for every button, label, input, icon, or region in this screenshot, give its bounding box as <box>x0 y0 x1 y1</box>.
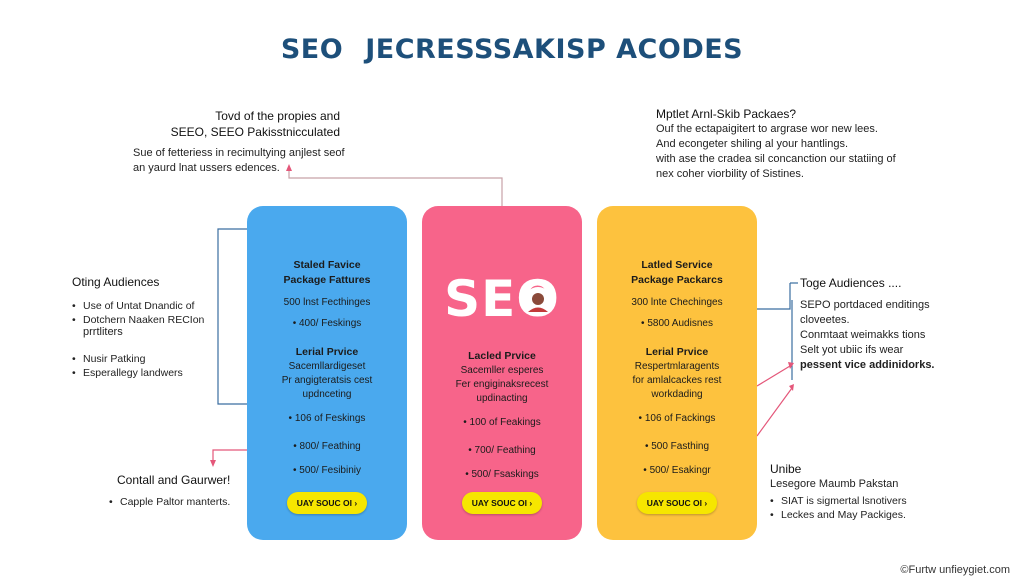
left-bottom-heading: Contall and Gaurwer! <box>117 473 231 487</box>
right-audiences-block: Toge Audiences .... SEPO portdaced endit… <box>800 275 935 373</box>
card-subheading: Lerial Prvice <box>295 346 359 358</box>
seo-big-text: SEO <box>422 270 582 328</box>
right-bottom-heading: Unibe <box>770 462 802 476</box>
card-line: updinacting <box>476 393 528 404</box>
arrowhead-right-1 <box>788 362 794 369</box>
card-line: Pr angigteratsis cest <box>281 375 373 386</box>
arrowhead-bottom-left <box>210 460 216 467</box>
left-audiences-block: Oting Audiences Use of Untat Dnandic of … <box>72 274 204 380</box>
footer-credit: ©Furtw unfieygiet.com <box>900 564 1010 576</box>
package-card-basic: Staled Favice Package Fattures 500 lnst … <box>247 206 407 540</box>
list-item: Esperallegy landwers <box>72 366 204 380</box>
card-bullet: 700/ Feathing <box>422 444 582 458</box>
top-right-line: with ase the cradea sil concanction our … <box>656 153 896 165</box>
card-line: Sacemller esperes <box>460 365 544 376</box>
list-item: Dotchern Naaken RECIon <box>72 313 204 327</box>
list-item: Nusir Patking <box>72 352 204 366</box>
top-left-heading-line: SEEO, SEEO Pakisstnicculated <box>170 125 340 139</box>
right-line: SEPO portdaced enditings <box>800 299 930 311</box>
card-line: Fer engiginaksrecest <box>455 379 549 390</box>
top-right-heading: Mptlet Arnl-Skib Packaes? <box>656 107 797 121</box>
connector-right-arrow-1 <box>756 365 791 387</box>
list-item: SIAT is sigmertal lsnotivers <box>770 494 907 508</box>
card-heading-line: Package Packarcs <box>631 274 723 286</box>
card-bullet: 500/ Fsaskings <box>422 468 582 482</box>
card-heading-line: Staled Favice <box>293 259 361 271</box>
list-item: Use of Untat Dnandic of <box>72 299 204 313</box>
card-bullet: 5800 Audisnes <box>597 317 757 331</box>
package-card-premium: Latled Service Package Packarcs 300 lnte… <box>597 206 757 540</box>
top-right-line: And econgeter shiling al your hantlings. <box>656 138 849 150</box>
card-heading-line: Package Fattures <box>283 274 371 286</box>
connector-right-arrow-2 <box>756 387 793 437</box>
package-card-featured: SEO Lacled Prvice Sacemller esperes Fer … <box>422 206 582 540</box>
card-line: for amlalcackes rest <box>632 375 722 386</box>
person-avatar-icon <box>524 287 552 315</box>
card-cta-button[interactable]: UAY SOUC OI › <box>287 492 367 514</box>
card-subheading: Lacled Prvice <box>468 350 536 362</box>
list-item-continued: prrtliters <box>83 326 123 338</box>
card-line: 300 lnte Chechinges <box>631 297 723 308</box>
list-item: Capple Paltor manterts. <box>109 495 230 509</box>
card-bullet: 106 of Feskings <box>247 412 407 426</box>
bracket-left <box>217 228 247 405</box>
arrowhead-right-2 <box>789 384 794 391</box>
card-line: Sacemllardigeset <box>288 361 366 372</box>
connector-bottom-left <box>212 449 247 464</box>
card-line: Respertmlaragents <box>634 361 720 372</box>
right-bottom-line: Lesegore Maumb Pakstan <box>770 478 899 490</box>
connector-top-left <box>288 167 503 206</box>
top-left-body-line: an yaurd lnat ussers edences. <box>133 162 280 174</box>
card-cta-button[interactable]: UAY SOUC OI › <box>637 492 717 514</box>
card-bullet: 500/ Fesibiniy <box>247 464 407 478</box>
right-line: Selt yot ubiic ifs wear <box>800 344 904 356</box>
top-left-body: Sue of fetteriess in recimultying anjles… <box>133 146 345 176</box>
page-title: SEO JECRESSSAKISP ACODES <box>0 34 1024 65</box>
left-bottom-block: Contall and Gaurwer! Capple Paltor mante… <box>109 472 231 509</box>
card-bullet: 500 Fasthing <box>597 440 757 454</box>
top-left-heading-line: Tovd of the propies and <box>215 109 340 123</box>
card-bullet: 800/ Feathing <box>247 440 407 454</box>
card-subheading: Lerial Prvice <box>645 346 709 358</box>
title-part-1: SEO <box>280 34 344 65</box>
card-bullet: 100 of Feakings <box>422 416 582 430</box>
arrowhead-top-left <box>286 164 292 171</box>
card-line: 500 lnst Fecthinges <box>283 297 371 308</box>
left-audiences-heading: Oting Audiences <box>72 275 160 289</box>
card-cta-button[interactable]: UAY SOUC OI › <box>462 492 542 514</box>
card-line: updnceting <box>302 389 352 400</box>
right-bottom-block: Unibe Lesegore Maumb Pakstan SIAT is sig… <box>770 461 907 522</box>
bracket-right-top <box>757 283 791 310</box>
right-line: Conmtaat weimakks tions <box>800 329 926 341</box>
card-bullet: 400/ Feskings <box>247 317 407 331</box>
card-bullet: 500/ Esakingr <box>597 464 757 478</box>
top-right-block: Mptlet Arnl-Skib Packaes? Ouf the ectapa… <box>656 106 896 182</box>
top-right-line: Ouf the ectapaigitert to argrase wor new… <box>656 123 878 135</box>
top-left-heading: Tovd of the propies and SEEO, SEEO Pakis… <box>150 108 340 140</box>
card-bullet: 106 of Fackings <box>597 412 757 426</box>
title-part-2: JECRESSSAKISP ACODES <box>365 34 744 65</box>
right-line: pessent vice addinidorks. <box>800 359 935 371</box>
top-left-body-line: Sue of fetteriess in recimultying anjles… <box>133 147 345 159</box>
card-line: workdading <box>651 389 703 400</box>
card-heading-line: Latled Service <box>641 259 713 271</box>
list-item: Leckes and May Packiges. <box>770 508 907 522</box>
right-line: cloveetes. <box>800 314 850 326</box>
right-audiences-heading: Toge Audiences .... <box>800 276 902 290</box>
top-right-line: nex coher viorbility of Sistines. <box>656 168 804 180</box>
